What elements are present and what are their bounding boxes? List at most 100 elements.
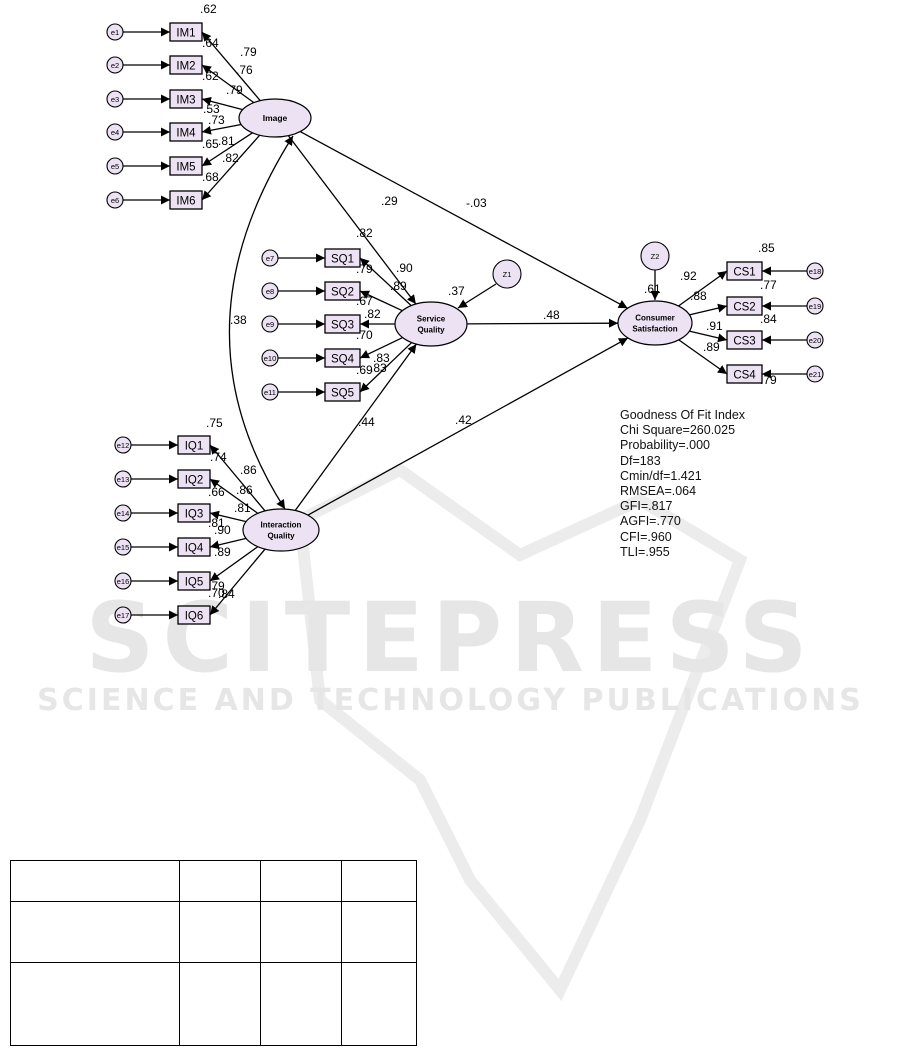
loading-arrow-im2 [201,64,255,104]
table-cell [341,860,417,902]
indicator-im3 [169,89,203,109]
error-e1-label: e1 [111,28,119,37]
loading-iq1: .86 [240,463,257,477]
error-e15-label: e15 [117,543,130,552]
disturbance-arrow-z1 [457,283,497,309]
loading-sq2: .89 [390,279,407,293]
r2-cs4: .79 [760,373,777,387]
fit-tli: TLI=.955 [620,544,670,559]
loading-sq5: .83 [373,351,390,365]
latent-consumer-satisfaction-label: Satisfaction [632,325,677,334]
error-e18-label: e18 [809,267,822,276]
error-e13 [114,470,132,488]
r2-cs1: .85 [758,241,775,255]
watermark-tagline: SCIENCE AND TECHNOLOGY PUBLICATIONS [37,683,864,718]
table-cell [179,901,261,963]
latent-service-quality-label: Quality [417,326,445,335]
fit-gfi: GFI=.817 [620,499,673,514]
r2-im3: .62 [202,69,219,83]
latent-interaction-quality [242,508,320,552]
latent-image-label: Image [263,113,288,123]
error-e12-label: e12 [117,441,130,450]
indicator-im1 [169,22,203,42]
loading-arrow-sq4 [359,336,403,359]
error-e18 [806,262,824,280]
latent-service-quality [394,301,468,347]
latent-interaction-quality-label: Interaction [261,521,302,530]
fit-df: Df=183 [620,453,661,468]
indicator-cs3 [726,330,763,350]
path-interaction-satisfaction [307,337,629,516]
error-e17 [114,606,132,624]
table-cell [10,860,180,902]
latent-consumer-satisfaction [617,300,693,346]
fit-probability: Probability=.000 [620,438,710,453]
coef-interaction-service: .44 [358,415,375,429]
r2-im4: .53 [203,102,220,116]
indicator-sq2 [324,281,361,301]
indicator-sq5-label: SQ5 [331,388,354,400]
loading-arrow-cs3 [689,330,728,343]
error-e20 [806,331,824,349]
error-e19 [806,297,824,315]
loading-arrow-cs1 [678,270,728,307]
error-e3-label: e3 [111,95,119,104]
covariance-image-interaction [228,135,294,510]
error-e16 [114,572,132,590]
disturbance-z1-label: Z1 [503,270,512,279]
r2-im2: .64 [202,36,219,50]
r2-iq2: .74 [210,450,227,464]
coef-interaction-satisfaction: .42 [455,413,472,427]
r2-im5: .65 [202,137,219,151]
loading-arrow-iq4 [209,537,247,550]
indicator-im4 [169,122,203,142]
r2-cs3: .84 [760,312,777,326]
r2-sq1: .82 [356,226,373,240]
loading-sq3: .82 [364,307,381,321]
indicator-im4-label: IM4 [176,128,196,140]
table-row [10,962,417,1046]
error-e14 [114,504,132,522]
indicator-iq6 [177,605,211,625]
error-e4-label: e4 [111,128,119,137]
indicator-cs3-label: CS3 [733,336,755,348]
table-cell [10,901,180,963]
goodness-of-fit-panel: Goodness Of Fit Index Chi Square=260.025… [620,408,745,560]
error-e17-label: e17 [117,611,130,620]
path-image-satisfaction [299,131,628,309]
error-e20-label: e20 [809,336,822,345]
error-e7 [261,249,279,267]
loading-arrow-iq3 [209,510,247,523]
indicator-iq1 [177,435,211,455]
r2-iq5: .79 [208,579,225,593]
loading-iq2: .86 [236,483,253,497]
indicator-im3-label: IM3 [176,95,195,107]
table-cell [260,860,342,902]
loading-arrow-iq6 [209,548,266,616]
indicator-im6-label: IM6 [176,196,195,208]
indicator-iq5-label: IQ5 [185,577,204,589]
error-e2-label: e2 [111,61,119,70]
loading-arrow-sq5 [359,342,413,393]
indicator-iq1-label: IQ1 [185,441,204,453]
disturbance-z1 [492,259,522,289]
indicator-cs4-label: CS4 [733,370,756,382]
fit-agfi: AGFI=.770 [620,514,681,529]
error-e1 [106,23,124,41]
indicator-cs2 [726,296,763,316]
coef-image-service: .29 [381,194,398,208]
table-cell [260,962,342,1046]
latent-image [238,98,312,138]
empty-table [10,860,417,1046]
table-cell [179,860,261,902]
indicator-sq4 [324,348,361,368]
indicator-im1-label: IM1 [176,28,195,40]
r2-cs2: .77 [760,278,777,292]
error-e9-label: e9 [266,320,274,329]
loading-cs4: .89 [703,340,720,354]
r2-iq4: .81 [208,516,225,530]
table-cell [341,962,417,1046]
indicator-im2-label: IM2 [176,61,195,73]
